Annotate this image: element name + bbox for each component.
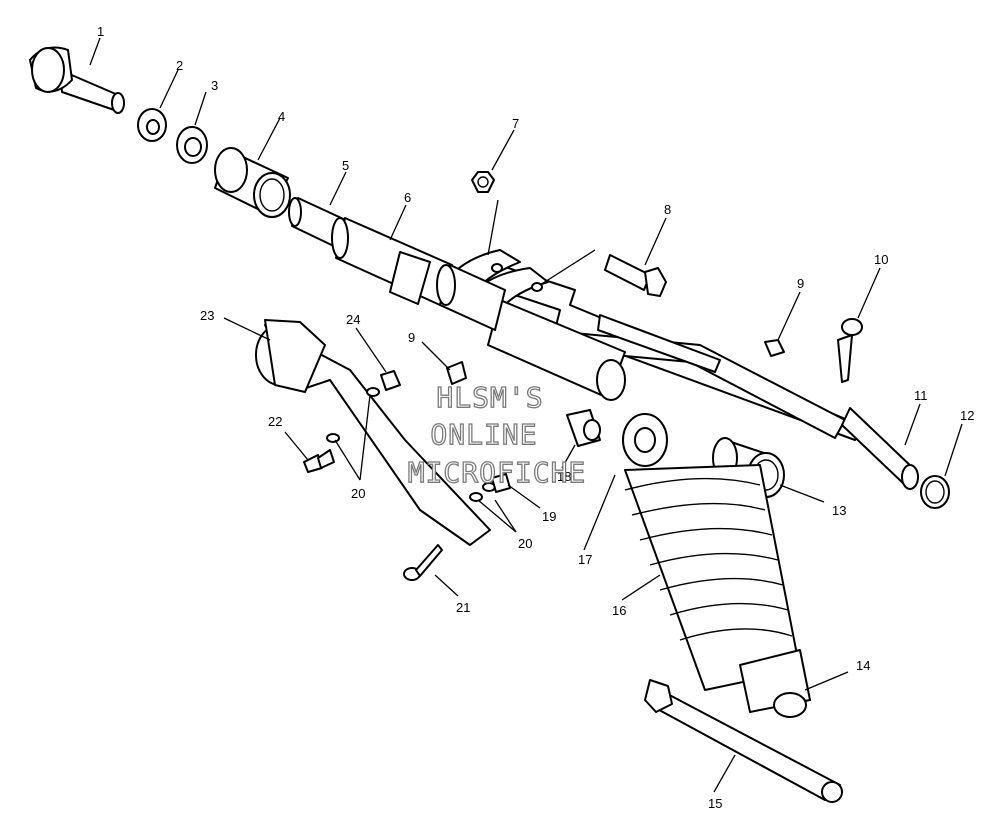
callout-21: 21 (456, 600, 470, 615)
callout-20b: 20 (518, 536, 532, 551)
callout-20: 20 (351, 486, 365, 501)
callout-8: 8 (664, 202, 671, 217)
part-20b-washer (469, 482, 496, 502)
part-4-bushing (214, 147, 291, 218)
leader-lines (89, 37, 963, 793)
part-21-screw (403, 544, 443, 581)
callout-16: 16 (612, 603, 626, 618)
part-9b-grease-fitting (446, 361, 467, 385)
part-10-clip (837, 318, 863, 383)
part-17-shock-eye (622, 413, 668, 467)
callout-6: 6 (404, 190, 411, 205)
callout-18: 18 (557, 469, 571, 484)
callout-10: 10 (874, 252, 888, 267)
callout-22: 22 (268, 414, 282, 429)
part-24-nut (380, 370, 401, 391)
watermark-line-2: ONLINE (430, 418, 537, 451)
part-3-washer (176, 126, 208, 164)
part-11-shaft (841, 407, 919, 490)
watermark: HLSM'S ONLINE MICROFICHE (407, 380, 587, 489)
callout-7: 7 (512, 116, 519, 131)
callout-2: 2 (176, 58, 183, 73)
part-12-ring (920, 475, 950, 509)
watermark-line-3: MICROFICHE (408, 456, 587, 489)
callout-3: 3 (211, 78, 218, 93)
part-6-swing-arm (331, 217, 861, 441)
callout-23: 23 (200, 308, 214, 323)
part-20-washer (326, 387, 380, 443)
callout-1: 1 (97, 24, 104, 39)
callout-9b: 9 (408, 330, 415, 345)
callout-11: 11 (914, 388, 928, 403)
callout-24: 24 (346, 312, 360, 327)
part-16-spring (624, 464, 811, 718)
part-7-nut (471, 171, 495, 193)
watermark-line-1: HLSM'S (436, 381, 543, 414)
part-18-sleeve (566, 409, 601, 447)
part-15-bolt (644, 679, 843, 803)
part-9-grease-fitting (764, 339, 785, 357)
part-1-pivot-bolt (29, 46, 125, 114)
callout-4: 4 (278, 109, 285, 124)
callout-5: 5 (342, 158, 349, 173)
callout-17: 17 (578, 552, 592, 567)
callout-15: 15 (708, 796, 722, 811)
callout-14: 14 (856, 658, 870, 673)
callout-19: 19 (542, 509, 556, 524)
callout-9: 9 (797, 276, 804, 291)
callout-13: 13 (832, 503, 846, 518)
callout-labels: 1 2 3 4 5 6 7 8 9 10 11 12 13 14 15 16 1… (97, 24, 974, 811)
part-22-bolt (303, 449, 335, 473)
part-19-nut (491, 473, 511, 493)
callout-12: 12 (960, 408, 974, 423)
part-2-washer (137, 108, 167, 142)
part-8-bolt (604, 254, 667, 297)
